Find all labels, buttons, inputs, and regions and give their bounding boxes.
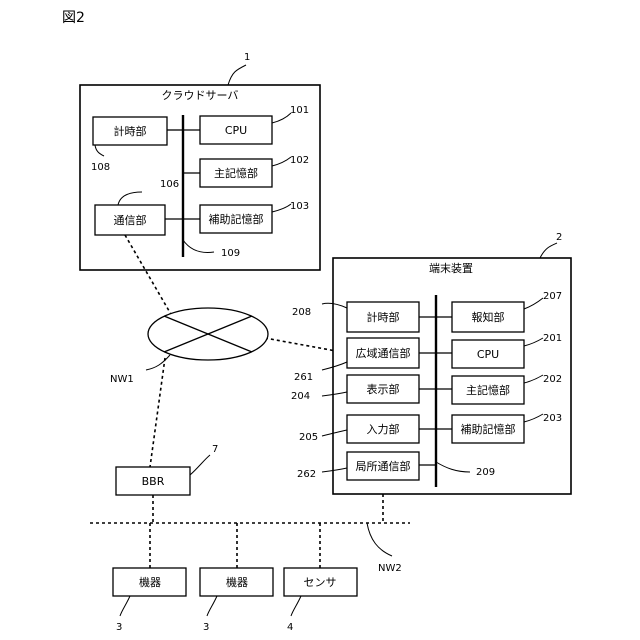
nw1-leader (146, 355, 170, 370)
cloud-server-ref: 1 (244, 52, 250, 63)
sensor-ref: 4 (287, 622, 293, 633)
device-2: 機器 3 (200, 568, 273, 633)
cloud-server-title: クラウドサーバ (162, 89, 239, 102)
terminal-local-comm-ref: 262 (297, 469, 316, 480)
cloud-server-ref-leader (228, 65, 246, 85)
device-2-label: 機器 (226, 575, 248, 589)
device-1: 機器 3 (113, 568, 186, 633)
cloud-timer-label: 計時部 (114, 124, 147, 138)
sensor-label: センサ (304, 576, 337, 589)
bbr-ref: 7 (212, 444, 218, 455)
bbr-ref-leader (190, 455, 210, 475)
sensor-device: センサ 4 (284, 568, 357, 633)
terminal-aux-memory-label: 補助記憶部 (461, 422, 516, 436)
bbr-router: BBR 7 (116, 444, 218, 495)
nw2-leader (367, 523, 392, 556)
cloud-cpu-ref: 101 (290, 105, 309, 116)
terminal-aux-memory-ref: 203 (543, 413, 562, 424)
terminal-display-label: 表示部 (367, 382, 400, 396)
device-2-ref: 3 (203, 622, 209, 633)
terminal-ref-leader (540, 243, 557, 258)
terminal-input-label: 入力部 (367, 422, 400, 436)
cloud-main-memory-label: 主記憶部 (214, 166, 258, 180)
terminal-timer-label: 計時部 (367, 310, 400, 324)
terminal-timer-ref: 208 (292, 307, 311, 318)
link-nw1-bbr (150, 358, 165, 467)
terminal-wide-comm-label: 広域通信部 (356, 346, 411, 360)
terminal-input-ref: 205 (299, 432, 318, 443)
terminal-main-memory-label: 主記憶部 (466, 383, 510, 397)
cloud-main-memory-ref: 102 (290, 155, 309, 166)
terminal-notify-ref: 207 (543, 291, 562, 302)
cloud-comm-ref: 106 (160, 179, 179, 190)
nw1-network: NW1 (110, 308, 268, 385)
nw1-label: NW1 (110, 374, 134, 385)
terminal-device: 端末装置 2 209 計時部 208 広域通信部 261 表示部 204 入力部… (291, 232, 571, 494)
cloud-aux-memory-label: 補助記憶部 (209, 212, 264, 226)
cloud-bus-ref: 109 (221, 248, 240, 259)
cloud-cpu-label: CPU (225, 124, 247, 137)
cloud-server: クラウドサーバ 1 109 計時部 108 CPU 101 主記憶部 102 通… (80, 52, 320, 270)
sensor-ref-leader (291, 596, 301, 616)
device-1-ref: 3 (116, 622, 122, 633)
bbr-label: BBR (142, 475, 165, 488)
nw2-network: NW2 (90, 523, 410, 574)
device-1-label: 機器 (139, 575, 161, 589)
device-1-ref-leader (120, 596, 130, 616)
figure-label: 図2 (62, 10, 85, 26)
device-2-ref-leader (207, 596, 217, 616)
terminal-ref: 2 (556, 232, 562, 243)
terminal-cpu-label: CPU (477, 348, 499, 361)
terminal-title: 端末装置 (429, 261, 473, 275)
terminal-local-comm-label: 局所通信部 (356, 459, 411, 473)
cloud-aux-memory-ref: 103 (290, 201, 309, 212)
terminal-wide-comm-ref: 261 (294, 372, 313, 383)
terminal-main-memory-ref: 202 (543, 374, 562, 385)
terminal-notify-label: 報知部 (472, 310, 505, 324)
terminal-display-ref: 204 (291, 391, 310, 402)
terminal-bus-ref: 209 (476, 467, 495, 478)
cloud-comm-label: 通信部 (114, 213, 147, 227)
terminal-cpu-ref: 201 (543, 333, 562, 344)
nw2-label: NW2 (378, 563, 402, 574)
cloud-timer-ref: 108 (91, 162, 110, 173)
